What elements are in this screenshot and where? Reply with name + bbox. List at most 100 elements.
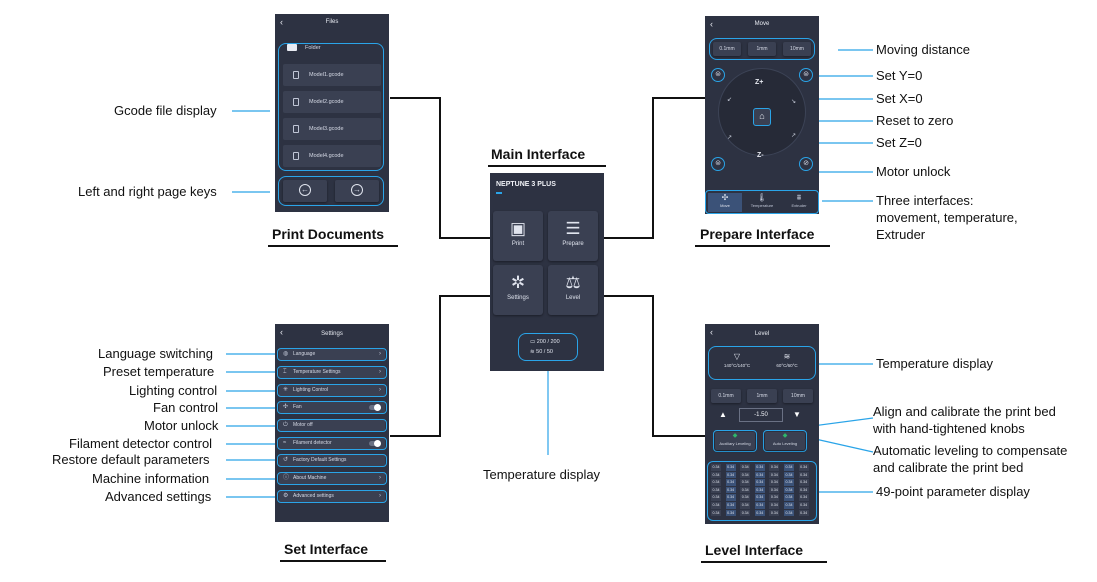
settings-advanced[interactable]: ⚙Advanced settings› — [279, 491, 385, 502]
grid-cell: 0.34 — [725, 502, 736, 509]
grid-cell: 0.34 — [754, 509, 765, 517]
tab-temperature-label: Temperature — [750, 203, 774, 208]
x-zero-icon: ⊜ — [803, 71, 809, 78]
file-item[interactable]: Model1.gcode — [283, 64, 381, 86]
grid-cell: 0.34 — [754, 471, 765, 479]
file-icon — [293, 152, 299, 160]
z-minus-button[interactable]: Z- — [757, 152, 764, 159]
y-minus-button[interactable]: ↙ — [727, 97, 733, 103]
grid-cell: 0.34 — [740, 509, 751, 517]
distance-highlight — [709, 38, 815, 60]
y-plus-button[interactable]: ↗ — [791, 133, 797, 139]
distance-1mm[interactable]: 1mm — [748, 42, 776, 56]
temp-highlight — [518, 333, 578, 361]
nozzle-icon: ▽ — [733, 352, 741, 361]
distance-0-1mm[interactable]: 0.1mm — [713, 42, 741, 56]
label-three-interfaces-3: Extruder — [876, 227, 926, 242]
settings-fan[interactable]: ✣Fan — [279, 402, 385, 413]
level-screen: ‹ Level ▽ 140°C/140°C ≋ 60°C/60°C 0.1mm … — [705, 324, 819, 524]
level-label: Level — [565, 295, 581, 301]
level-distance-1mm[interactable]: 1mm — [747, 389, 777, 403]
file-item[interactable]: Model2.gcode — [283, 91, 381, 113]
label-set-x0: Set X=0 — [876, 91, 923, 106]
z-plus-button[interactable]: Z+ — [755, 79, 764, 86]
settings-button[interactable]: ✲Settings — [493, 265, 543, 315]
tab-move[interactable]: ✣ Move — [708, 193, 742, 212]
level-distance-0-1mm[interactable]: 0.1mm — [711, 389, 741, 403]
grid-cell: 0.34 — [784, 509, 794, 517]
grid-cell: 0.34 — [711, 479, 721, 486]
grid-cell: 0.34 — [754, 464, 765, 471]
settings-filament[interactable]: ≈Filament detector — [279, 438, 385, 449]
back-icon[interactable]: ‹ — [710, 327, 713, 337]
offset-down-button[interactable]: ▼ — [793, 410, 801, 419]
settings-item-label: Temperature Settings — [293, 369, 341, 375]
level-temp-highlight — [708, 346, 816, 380]
file-name: Model2.gcode — [309, 99, 344, 105]
grid-cell: 0.34 — [798, 502, 809, 509]
home-icon: ⌂ — [759, 111, 765, 121]
label-page-keys: Left and right page keys — [78, 184, 217, 199]
file-item[interactable]: Model4.gcode — [283, 145, 381, 167]
aux-level-label: Auxiliary Leveling — [719, 441, 751, 446]
file-item[interactable]: Model3.gcode — [283, 118, 381, 140]
auxiliary-leveling-button[interactable]: ◆ Auxiliary Leveling — [715, 432, 755, 450]
back-icon[interactable]: ‹ — [280, 327, 283, 337]
settings-factory-default[interactable]: ↺Factory Default Settings — [279, 455, 385, 466]
filament-toggle[interactable] — [369, 440, 381, 447]
offset-up-button[interactable]: ▲ — [719, 410, 727, 419]
row-highlight — [277, 490, 387, 503]
power-icon: ⏻ — [283, 422, 288, 428]
set-y0-button[interactable]: ⊜ — [711, 68, 725, 82]
settings-language[interactable]: ◍Language› — [279, 349, 385, 360]
label-lighting: Lighting control — [129, 383, 218, 398]
tab-extruder[interactable]: ⩩ Extruder — [782, 193, 816, 212]
grid-cell: 0.34 — [725, 486, 736, 494]
globe-icon: ◍ — [283, 351, 289, 357]
grid-cell: 0.34 — [769, 479, 780, 486]
file-icon — [293, 71, 299, 79]
auto-level-label: Auto Leveling — [772, 441, 798, 446]
title-underline — [695, 245, 830, 247]
motor-unlock-button[interactable]: ⊘ — [799, 157, 813, 171]
set-x0-button[interactable]: ⊜ — [799, 68, 813, 82]
tab-temperature[interactable]: 🌡 Temperature — [745, 193, 779, 212]
settings-temperature[interactable]: ⌶Temperature Settings› — [279, 367, 385, 378]
back-icon[interactable]: ‹ — [710, 19, 713, 29]
fan-icon: ✣ — [283, 404, 289, 410]
label-gcode-display: Gcode file display — [114, 103, 217, 118]
auto-leveling-button[interactable]: ◆ Auto Leveling — [765, 432, 805, 450]
settings-item-label: Language — [293, 351, 316, 357]
label-machine-info: Machine information — [92, 471, 210, 486]
home-button[interactable]: ⌂ — [753, 108, 771, 126]
set-z0-button[interactable]: ⊜ — [711, 157, 725, 171]
label-filament: Filament detector control — [69, 436, 213, 451]
move-header: Move — [754, 21, 770, 27]
aux-level-icon: ◆ — [732, 433, 738, 439]
level-distance-10mm[interactable]: 10mm — [783, 389, 813, 403]
reset-icon: ↺ — [283, 457, 289, 463]
distance-10mm[interactable]: 10mm — [783, 42, 811, 56]
fan-toggle[interactable] — [369, 404, 381, 411]
back-icon[interactable]: ‹ — [280, 17, 283, 27]
settings-motor-off[interactable]: ⏻Motor off — [279, 420, 385, 431]
settings-lighting[interactable]: ✳Lighting Control› — [279, 385, 385, 396]
scale-icon: ⚖ — [565, 273, 581, 292]
grid-cell: 0.34 — [769, 502, 780, 509]
grid-cell: 0.34 — [769, 464, 780, 471]
print-button[interactable]: ▣Print — [493, 211, 543, 261]
prepare-button[interactable]: ☰Prepare — [548, 211, 598, 261]
next-page-button[interactable]: → — [335, 180, 379, 202]
x-plus-button[interactable]: ↘ — [791, 99, 797, 105]
level-button[interactable]: ⚖ Level — [548, 265, 598, 315]
level-header: Level — [754, 331, 770, 337]
files-header: Files — [325, 19, 339, 25]
chevron-right-icon: › — [379, 493, 381, 499]
grid-cell: 0.34 — [711, 486, 721, 494]
x-minus-button[interactable]: ↗ — [727, 135, 733, 141]
prev-page-button[interactable]: ← — [283, 180, 327, 202]
folder-item[interactable]: Folder — [279, 40, 385, 56]
print-label: Print — [511, 241, 525, 247]
label-motor-unlock-prep: Motor unlock — [876, 164, 951, 179]
